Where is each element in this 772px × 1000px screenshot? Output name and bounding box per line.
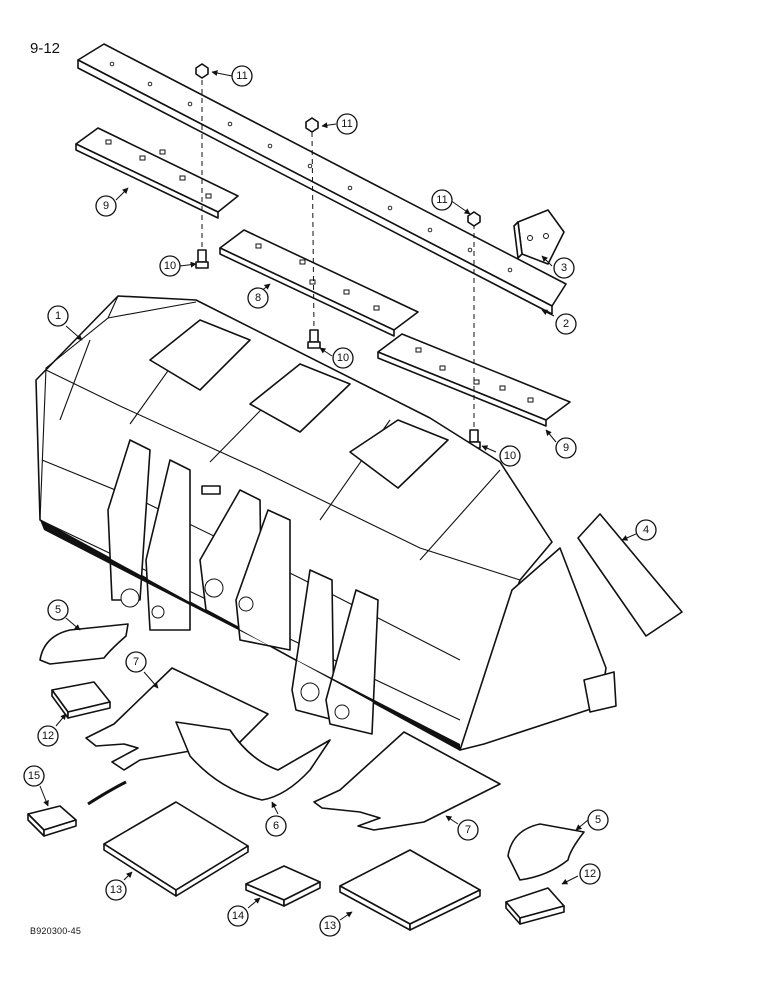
block-part-14 (245, 865, 321, 907)
callout-4: 4 (635, 519, 657, 541)
callout-11-a: 11 (231, 65, 253, 87)
svg-text:13: 13 (110, 884, 122, 896)
svg-text:11: 11 (341, 118, 352, 130)
svg-text:12: 12 (584, 868, 596, 880)
pad-part-5-right (507, 823, 585, 881)
svg-text:9: 9 (563, 442, 569, 454)
svg-text:1: 1 (55, 310, 61, 322)
block-part-12-left (51, 681, 111, 719)
block-part-12-right (505, 887, 565, 925)
pad-part-5-left (39, 623, 129, 665)
callout-11-c: 11 (431, 189, 453, 211)
callout-9-a: 9 (95, 195, 117, 217)
nut-part-11-b (305, 117, 319, 133)
svg-text:11: 11 (436, 194, 447, 206)
svg-text:7: 7 (133, 656, 139, 668)
svg-text:14: 14 (232, 910, 244, 922)
callout-13-a: 13 (105, 879, 127, 901)
page-number: 9-12 (30, 40, 61, 57)
plate-part-13-left (103, 801, 249, 897)
callout-15: 15 (23, 765, 45, 787)
svg-text:8: 8 (255, 292, 261, 304)
nut-part-11-c (467, 211, 481, 227)
svg-text:10: 10 (337, 352, 349, 364)
block-part-15 (27, 780, 127, 837)
callout-12-a: 12 (37, 725, 59, 747)
svg-text:6: 6 (273, 820, 279, 832)
svg-text:5: 5 (55, 604, 61, 616)
callout-1: 1 (47, 305, 69, 327)
bucket-body-part-1 (35, 295, 617, 751)
callout-14: 14 (227, 905, 249, 927)
svg-text:13: 13 (324, 920, 336, 932)
callout-3: 3 (553, 257, 575, 279)
svg-text:3: 3 (561, 262, 567, 274)
callout-7-a: 7 (125, 651, 147, 673)
callout-13-b: 13 (319, 915, 341, 937)
callout-9-b: 9 (555, 437, 577, 459)
callout-5-b: 5 (587, 809, 609, 831)
callout-11-b: 11 (336, 113, 358, 135)
callout-12-b: 12 (579, 863, 601, 885)
cutting-edge-part-2 (77, 43, 567, 315)
bolt-part-10-b (307, 329, 321, 349)
svg-text:10: 10 (504, 450, 516, 462)
svg-text:10: 10 (164, 260, 176, 272)
callout-6: 6 (265, 815, 287, 837)
callout-10-c: 10 (499, 445, 521, 467)
callout-5-a: 5 (47, 599, 69, 621)
callout-2: 2 (555, 313, 577, 335)
wear-plate-part-8 (219, 229, 419, 337)
svg-text:9: 9 (103, 200, 109, 212)
callout-10-b: 10 (332, 347, 354, 369)
side-wear-strip-part-4 (577, 513, 683, 637)
svg-text:5: 5 (595, 814, 601, 826)
plate-part-13-right (339, 849, 481, 931)
callout-10-a: 10 (159, 255, 181, 277)
bolt-part-10-a (195, 249, 209, 269)
svg-text:15: 15 (28, 770, 40, 782)
svg-text:7: 7 (465, 824, 471, 836)
plate-part-7-right (313, 731, 501, 831)
wear-plate-part-9-upper (75, 127, 239, 219)
end-piece-part-3 (513, 209, 565, 265)
callout-8: 8 (247, 287, 269, 309)
nut-part-11-a (195, 63, 209, 79)
svg-text:11: 11 (236, 70, 247, 82)
fasteners (195, 63, 481, 449)
leader-lines (39, 70, 637, 921)
svg-text:12: 12 (42, 730, 54, 742)
callout-7-b: 7 (457, 819, 479, 841)
svg-text:2: 2 (563, 318, 569, 330)
curved-shell-part-6 (175, 721, 331, 801)
svg-text:4: 4 (643, 524, 649, 536)
figure-code: B920300-45 (30, 926, 82, 936)
